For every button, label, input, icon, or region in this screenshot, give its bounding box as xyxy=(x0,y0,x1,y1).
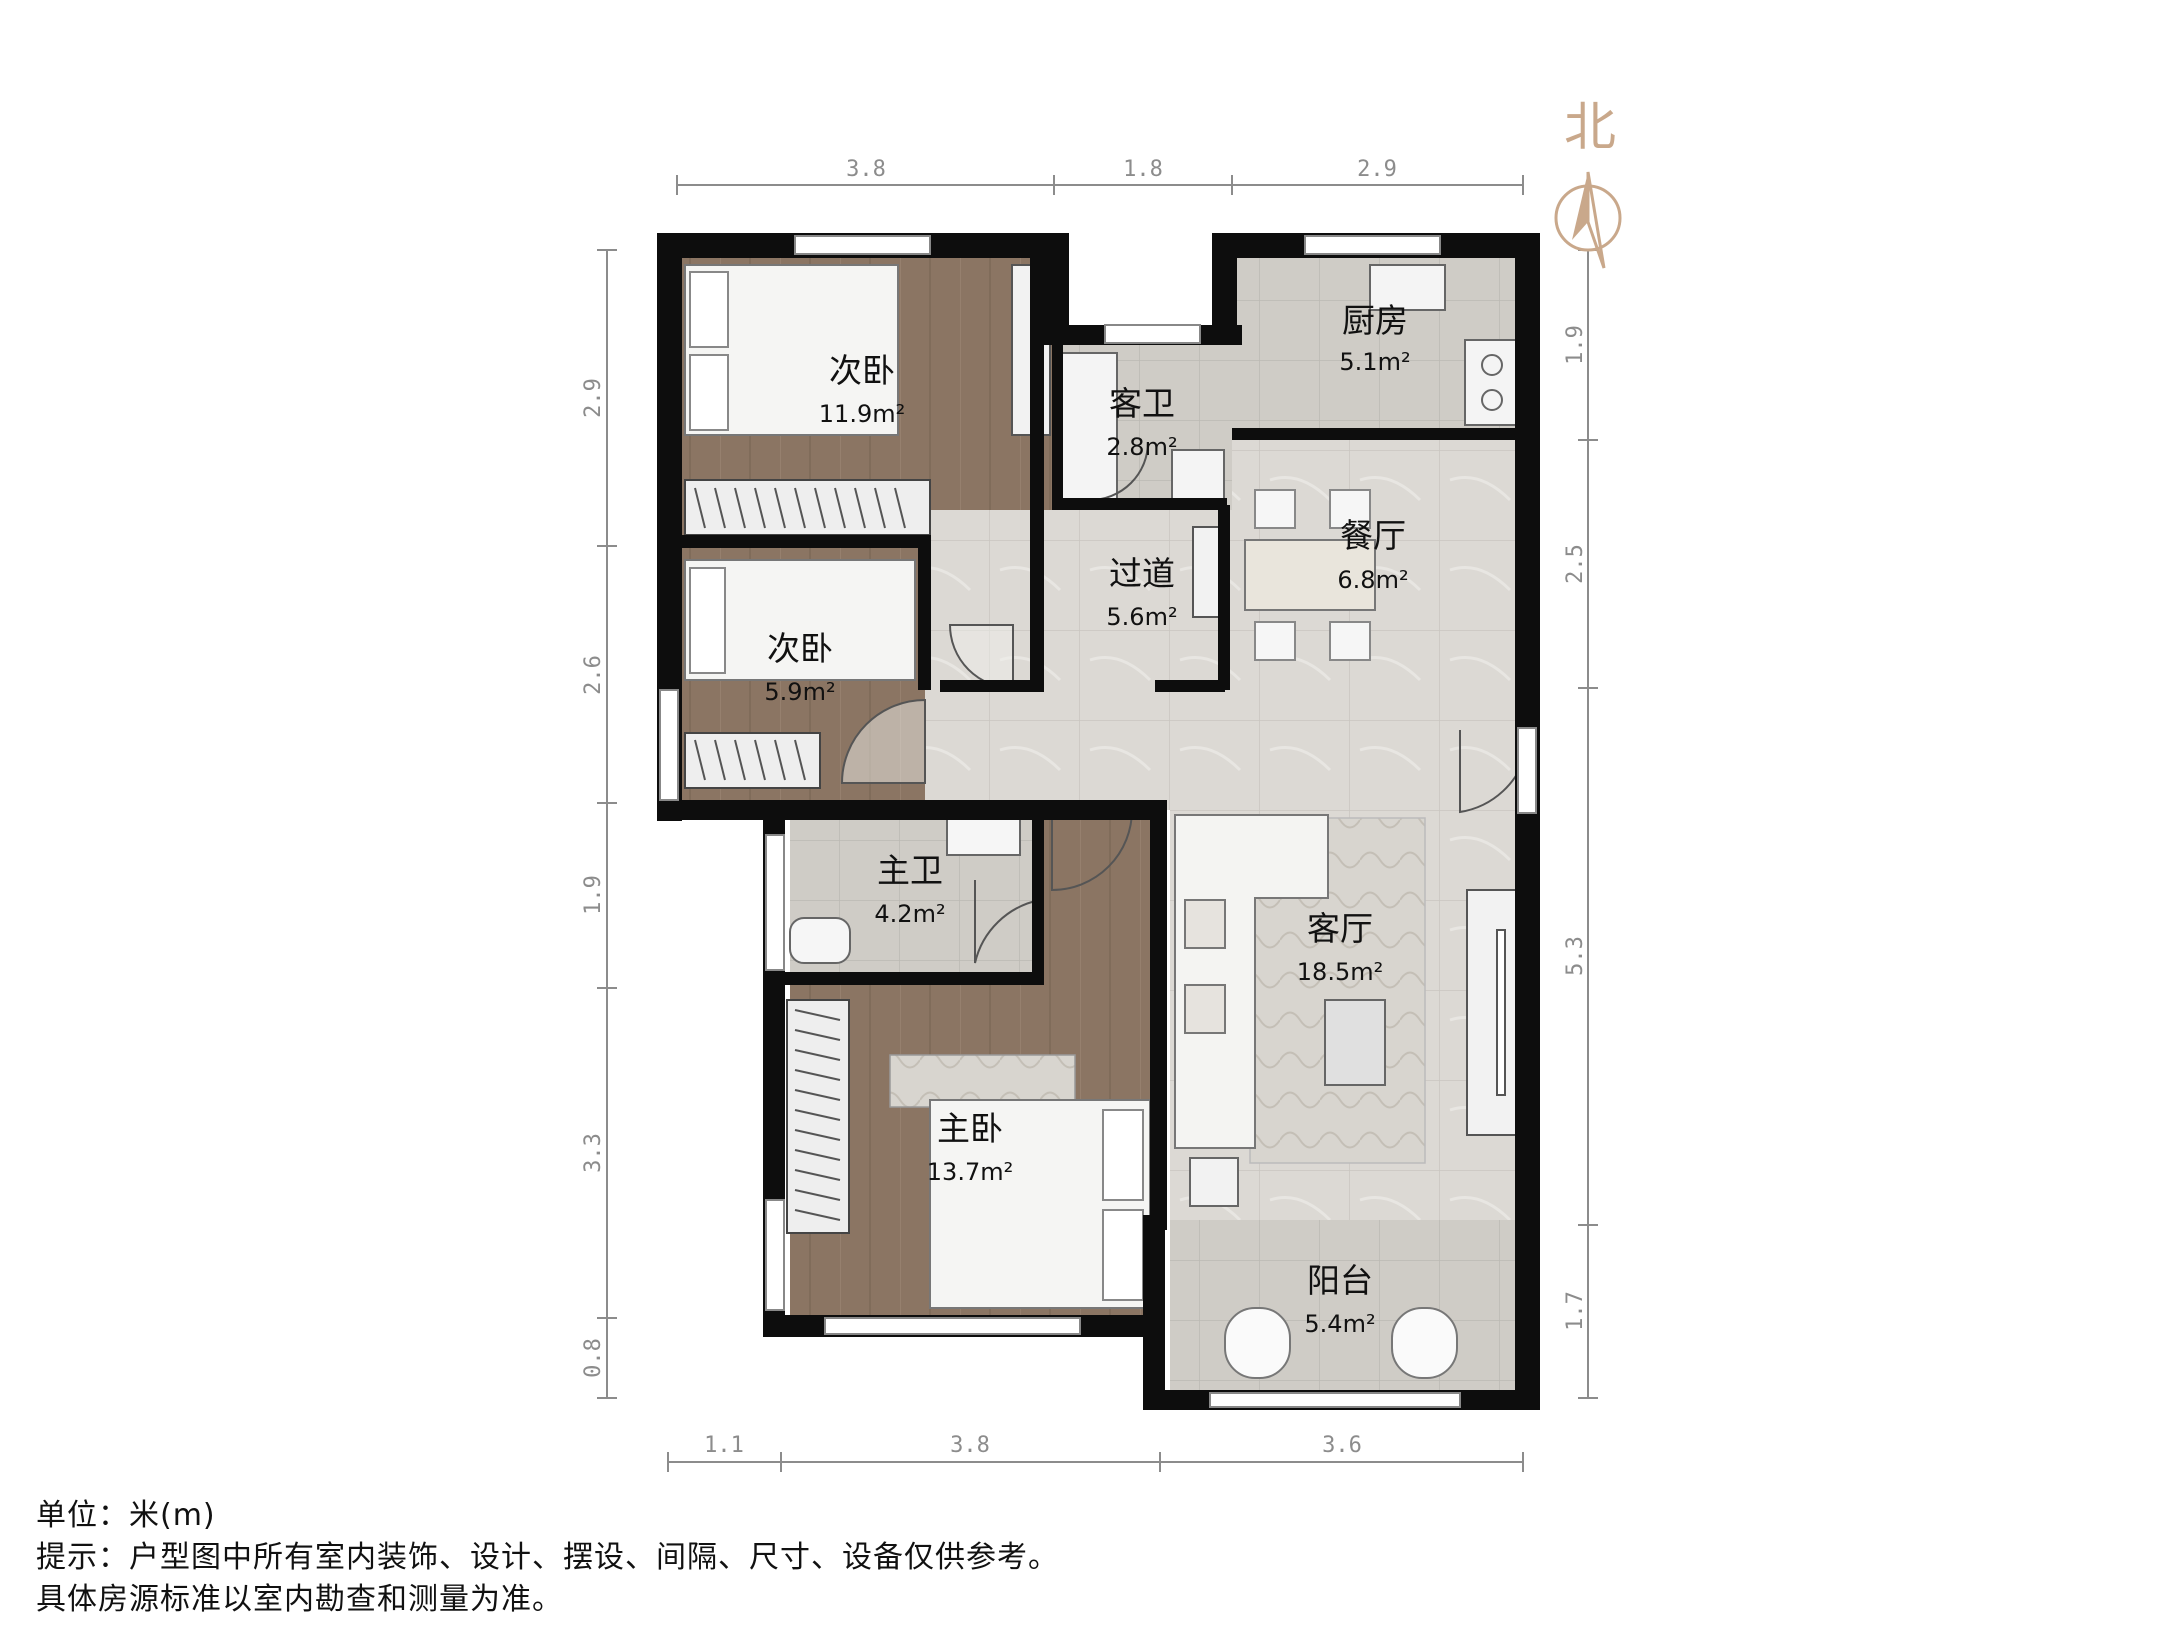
vanity-icon xyxy=(946,814,1021,856)
north-label: 北 xyxy=(1564,98,1616,158)
dim-top-3: 2.9 xyxy=(1357,157,1397,182)
disclaimer-note: 具体房源标准以室内勘查和测量为准。 xyxy=(36,1582,563,1617)
wardrobe-icon xyxy=(684,479,931,536)
room-name-kitchen: 厨房 xyxy=(1342,301,1408,340)
coffee-table-icon xyxy=(1324,999,1386,1086)
room-name-bedroom-large: 次卧 xyxy=(829,351,895,390)
sofa-icon xyxy=(1174,814,1329,1149)
room-name-master-bedroom: 主卧 xyxy=(937,1109,1003,1148)
room-name-living: 客厅 xyxy=(1307,909,1373,948)
room-area-hallway: 5.6m² xyxy=(1106,603,1177,631)
room-area-dining: 6.8m² xyxy=(1337,566,1408,594)
dim-left-3: 1.9 xyxy=(581,875,606,915)
room-area-balcony: 5.4m² xyxy=(1304,1310,1375,1338)
room-area-master-bedroom: 13.7m² xyxy=(927,1158,1013,1186)
kitchen-sink-icon xyxy=(1369,264,1446,311)
room-area-guest-bath: 2.8m² xyxy=(1106,433,1177,461)
dim-right-1: 1.9 xyxy=(1563,325,1588,365)
sink-icon xyxy=(1171,449,1225,501)
dim-right-3: 5.3 xyxy=(1563,936,1588,976)
tv-cabinet-icon xyxy=(1466,889,1518,1136)
dim-top-1: 3.8 xyxy=(846,157,886,182)
dim-top-2: 1.8 xyxy=(1123,157,1163,182)
dim-bottom-1: 1.1 xyxy=(704,1433,744,1458)
room-name-master-bath: 主卫 xyxy=(877,851,943,890)
room-area-bedroom-small: 5.9m² xyxy=(764,678,835,706)
dim-right-4: 1.7 xyxy=(1563,1291,1588,1331)
room-area-master-bath: 4.2m² xyxy=(874,900,945,928)
north-arrow-icon xyxy=(1554,171,1622,269)
windows xyxy=(659,235,1537,1408)
dim-left-4: 3.3 xyxy=(581,1133,606,1173)
dim-left-5: 0.8 xyxy=(581,1338,606,1378)
dimension-lines xyxy=(597,175,1598,1472)
room-labels: 次卧 11.9m² 客卫 2.8m² 厨房 5.1m² 餐厅 6.8m² 过道 … xyxy=(764,301,1410,1338)
room-area-kitchen: 5.1m² xyxy=(1339,348,1410,376)
room-area-living: 18.5m² xyxy=(1297,958,1383,986)
room-name-bedroom-small: 次卧 xyxy=(767,629,833,668)
dimension-labels: 3.8 1.8 2.9 1.1 3.8 3.6 2.9 2.6 1.9 3.3 … xyxy=(581,157,1588,1458)
room-area-bedroom-large: 11.9m² xyxy=(819,400,905,428)
bathtub-icon xyxy=(1061,352,1118,502)
room-name-guest-bath: 客卫 xyxy=(1109,384,1175,423)
dim-bottom-3: 3.6 xyxy=(1322,1433,1362,1458)
room-name-dining: 餐厅 xyxy=(1340,516,1406,555)
dim-left-1: 2.9 xyxy=(581,378,606,418)
balcony-chair-icon xyxy=(1224,1307,1291,1379)
unit-note: 单位：米(m) xyxy=(36,1498,216,1533)
room-name-hallway: 过道 xyxy=(1109,554,1175,593)
toilet-icon xyxy=(789,917,851,964)
room-name-balcony: 阳台 xyxy=(1307,1261,1373,1300)
dim-left-2: 2.6 xyxy=(581,655,606,695)
stove-icon xyxy=(1464,339,1521,426)
hint-note: 提示：户型图中所有室内装饰、设计、摆设、间隔、尺寸、设备仅供参考。 xyxy=(36,1540,1059,1575)
dim-right-2: 2.5 xyxy=(1563,544,1588,584)
dim-bottom-2: 3.8 xyxy=(950,1433,990,1458)
dining-table-icon xyxy=(1244,539,1376,611)
compass: 北 xyxy=(1554,98,1622,269)
